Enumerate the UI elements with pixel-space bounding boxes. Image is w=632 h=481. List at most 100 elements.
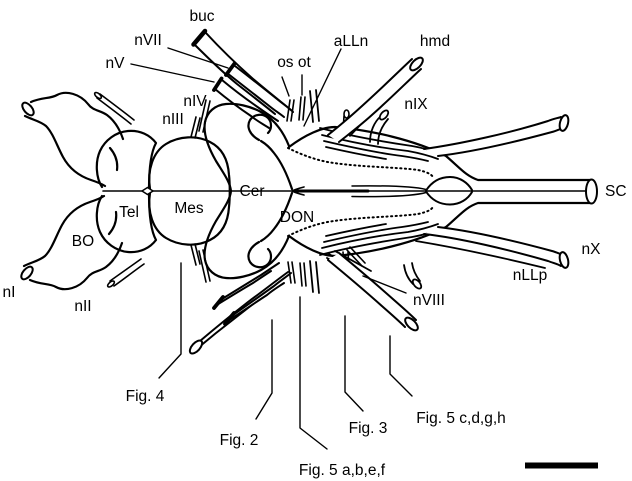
medulla-edge-lower xyxy=(287,201,593,258)
nV-m-cut xyxy=(212,295,225,310)
olfactory-bulb-lower xyxy=(22,194,124,291)
dotted-boundaries xyxy=(287,147,434,237)
label-nIX: nIX xyxy=(404,96,428,113)
nIX-m-cap xyxy=(411,278,423,290)
leader-fig4 xyxy=(158,262,182,379)
leader-fig2 xyxy=(255,319,273,420)
nI-lower-cap xyxy=(20,265,34,281)
nVII-tube-cut xyxy=(224,61,237,77)
midline-group xyxy=(102,175,587,206)
tel-mes-junction-diamond xyxy=(140,186,155,196)
nIII-stub-mirror xyxy=(190,243,201,266)
cerebellum-auricle-upper xyxy=(247,113,273,142)
label-nIII: nIII xyxy=(162,111,184,128)
label-Cer: Cer xyxy=(240,183,265,200)
label-nVII: nVII xyxy=(134,32,162,49)
nV-m-edges xyxy=(214,262,280,307)
nIX-cap xyxy=(378,109,390,121)
label-os-ot: os ot xyxy=(277,54,311,71)
scale-bar xyxy=(525,462,598,469)
nerve-tube-posterior-upper xyxy=(423,114,570,157)
nII-upper xyxy=(96,93,135,125)
buc-m-cap xyxy=(188,339,204,355)
dotted-boundary-lower xyxy=(287,206,434,237)
leader-fig3 xyxy=(344,315,364,412)
nerve-tube-hmd xyxy=(327,56,424,143)
label-nII: nII xyxy=(74,298,91,315)
label-SC: SC xyxy=(605,183,627,200)
label-hmd: hmd xyxy=(420,33,450,50)
label-nI: nI xyxy=(3,284,16,301)
nerve-stumps-upper xyxy=(309,89,320,123)
callout-fig3: Fig. 3 xyxy=(349,420,388,437)
hmd-m-fill xyxy=(328,253,416,327)
callout-fig2: Fig. 2 xyxy=(220,432,259,449)
buc-tube-cut xyxy=(191,28,208,47)
nIV-stub xyxy=(198,99,211,133)
nX-cap xyxy=(558,251,570,269)
label-nLLp: nLLp xyxy=(513,267,547,284)
leader-aLLn xyxy=(303,48,342,127)
cerebellum-medial-edges xyxy=(259,139,294,243)
diagonal-stubs-lower xyxy=(346,246,366,267)
label-aLLn: aLLn xyxy=(334,33,368,50)
label-BO: BO xyxy=(72,233,94,250)
midline-spindle xyxy=(425,175,473,206)
nII-lower-cap xyxy=(106,280,116,288)
leader-nVIII xyxy=(362,275,407,294)
leader-fig5cdgh xyxy=(389,335,413,397)
cerebellum-auricle-lower xyxy=(247,240,273,269)
nVII-m-cut xyxy=(223,311,236,326)
nerve-tube-nVII-mirror xyxy=(223,272,292,326)
midline-fasciculi xyxy=(351,185,427,198)
os-ot-stubs-mirror xyxy=(287,261,307,287)
optic-nerves xyxy=(93,91,145,288)
nIV-stub-mirror xyxy=(198,249,211,283)
nII-upper-cap xyxy=(93,91,103,100)
nVII-m-edges xyxy=(225,272,292,323)
hmd-cap xyxy=(409,56,424,72)
nI-upper-cap xyxy=(21,101,35,117)
post-upper-cap xyxy=(558,114,570,132)
leader-fig5abef xyxy=(299,296,328,450)
nIX-m-edges xyxy=(403,262,421,285)
leader-lines xyxy=(130,47,413,450)
nerve-tube-nX-nLLp xyxy=(415,226,570,269)
nerve-stumps-lower xyxy=(309,260,320,294)
label-Mes: Mes xyxy=(174,200,204,217)
leader-nVII xyxy=(167,47,229,69)
medulla-edge-upper xyxy=(287,125,593,182)
dotted-boundary-upper xyxy=(287,147,434,178)
label-DON: DON xyxy=(280,209,314,226)
nV-tube-cut xyxy=(212,76,224,92)
callout-fig5cdgh: Fig. 5 c,d,g,h xyxy=(416,410,506,427)
nVII-tube-fill xyxy=(227,66,293,117)
nLLp-edge xyxy=(415,240,546,269)
label-buc: buc xyxy=(190,8,215,25)
hmd-m-edges xyxy=(327,252,417,328)
telencephalon xyxy=(95,129,158,254)
label-nX: nX xyxy=(582,241,602,258)
anatomy-labels: buc nVII nV os ot aLLn hmd nIV nIII nIX … xyxy=(3,8,627,315)
hmd-edges xyxy=(327,58,422,143)
leader-os xyxy=(281,76,290,97)
nerve-trunks-lower xyxy=(319,221,445,256)
midline-convergence xyxy=(291,186,305,196)
capped-stub-upper-cap xyxy=(343,109,350,119)
callout-fig4: Fig. 4 xyxy=(126,388,165,405)
leader-nV xyxy=(130,63,215,83)
label-Tel: Tel xyxy=(119,204,139,221)
hmd-fill xyxy=(328,59,421,142)
nIII-stub xyxy=(190,116,201,139)
hmd-m-cap xyxy=(404,316,419,332)
nerve-tube-nV-mirror xyxy=(212,262,280,310)
nerve-tube-hmd-mirror xyxy=(327,252,419,332)
ot-stub xyxy=(298,96,306,121)
olfactory-bulb-upper xyxy=(23,91,125,188)
callout-fig5abef: Fig. 5 a,b,e,f xyxy=(299,462,386,479)
nV-tube-edges xyxy=(214,79,279,129)
os-stub xyxy=(286,99,295,122)
nerve-trunks-upper xyxy=(319,127,445,162)
